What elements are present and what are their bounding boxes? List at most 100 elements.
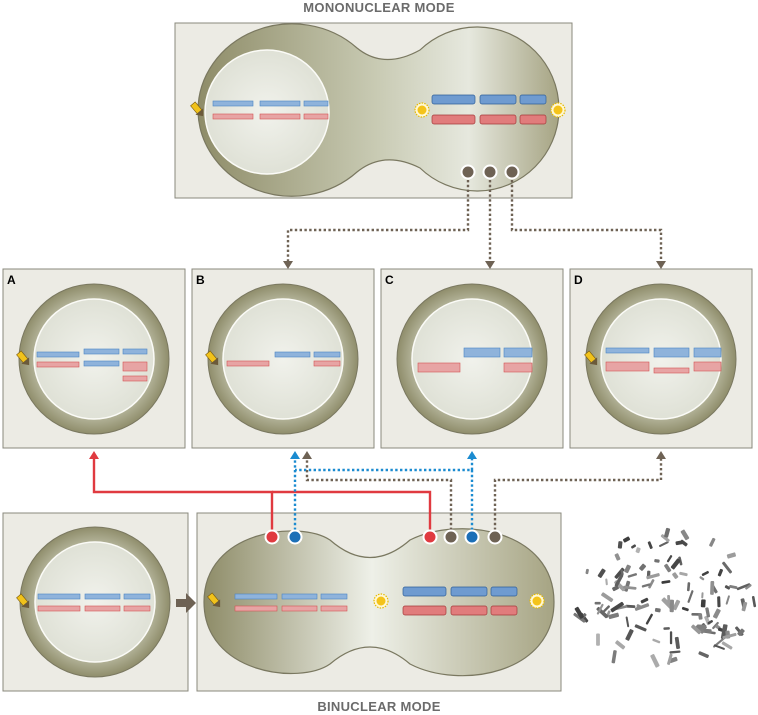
spread-chromosome <box>654 607 661 613</box>
spread-chromosome <box>611 650 617 664</box>
spread-chromosome <box>648 579 655 589</box>
spread-chromosome <box>634 624 647 632</box>
title-binuclear: BINUCLEAR MODE <box>317 699 440 714</box>
spread-chromosome <box>585 568 589 575</box>
spread-chromosome <box>666 555 673 563</box>
spread-chromosome <box>675 540 683 546</box>
spread-chromosome <box>717 596 721 608</box>
spread-chromosome <box>724 585 731 590</box>
spread-chromosome <box>645 613 653 625</box>
mononuclear-panel <box>174 22 573 199</box>
spread-chromosome <box>667 653 673 665</box>
spread-chromosome <box>605 578 608 586</box>
spread-chromosome <box>646 573 660 580</box>
chromosome-spread-image <box>573 527 757 668</box>
spread-chromosome <box>699 576 705 581</box>
spread-chromosome <box>635 547 641 554</box>
mono-arrows <box>286 180 663 262</box>
spread-chromosome <box>722 561 733 574</box>
spread-chromosome <box>574 606 584 619</box>
spread-chromosome <box>663 627 670 630</box>
spread-chromosome <box>661 580 671 584</box>
spread-chromosome <box>622 536 631 543</box>
centrosome-icon <box>529 593 545 609</box>
spread-chromosome <box>672 572 679 579</box>
spread-chromosome <box>625 629 634 641</box>
panel-label-b: B <box>196 273 205 287</box>
panel-b: B <box>191 268 375 449</box>
spread-chromosome <box>705 607 711 618</box>
spread-chromosome <box>627 573 637 578</box>
spread-chromosome <box>650 654 660 668</box>
binuclear-outlet-dots <box>264 529 503 545</box>
spread-chromosome <box>679 571 688 577</box>
spread-chromosome <box>615 640 626 650</box>
spread-chromosome <box>726 552 736 559</box>
spread-chromosome <box>736 583 751 591</box>
spread-chromosome <box>639 563 647 571</box>
spread-chromosome <box>641 583 651 588</box>
spread-chromosome <box>712 621 719 630</box>
mono-chromosomes-nucleus <box>212 100 329 120</box>
spread-chromosome <box>696 624 707 630</box>
centrosome-icon <box>414 102 430 118</box>
spread-chromosome <box>610 601 624 613</box>
panel-label-d: D <box>574 273 583 287</box>
spread-chromosome <box>660 534 670 543</box>
spread-chromosome <box>659 541 669 547</box>
spread-chromosome <box>620 569 624 576</box>
spread-chromosome <box>631 544 637 549</box>
binuclear-arrows <box>92 458 663 530</box>
spread-chromosome <box>698 651 709 659</box>
spread-chromosome <box>597 568 606 578</box>
binuclear-precursor-panel <box>2 512 189 692</box>
spread-chromosome <box>640 597 649 604</box>
spread-chromosome <box>625 616 630 628</box>
spread-chromosome <box>602 605 610 613</box>
spread-chromosome <box>596 633 600 646</box>
mono-arrowheads <box>283 261 666 269</box>
spread-chromosome <box>652 638 661 644</box>
spread-chromosome <box>623 585 637 590</box>
mono-chromosomes-spindle <box>431 94 547 125</box>
spread-chromosome <box>737 628 745 637</box>
spread-chromosome <box>625 604 636 609</box>
panel-label-a: A <box>7 273 16 287</box>
spread-chromosome <box>669 650 681 654</box>
spread-chromosome <box>654 559 660 563</box>
spread-chromosome <box>751 596 757 608</box>
spread-chromosome <box>573 612 586 623</box>
centrosome-icon <box>550 102 566 118</box>
spread-chromosome <box>701 592 704 599</box>
spread-chromosome <box>634 603 650 611</box>
spread-chromosome <box>729 584 738 590</box>
spread-chromosome <box>596 603 604 615</box>
spread-chromosome <box>713 644 725 650</box>
spread-chromosome <box>612 585 619 592</box>
spread-chromosome <box>614 573 624 587</box>
spread-chromosome <box>664 563 672 573</box>
spread-chromosome <box>608 612 620 620</box>
mono-outlet-dots <box>460 164 520 180</box>
spread-chromosome <box>710 580 715 595</box>
spread-chromosome <box>594 601 601 605</box>
spread-chromosome <box>647 541 653 549</box>
spread-chromosome <box>672 599 681 611</box>
spread-chromosome <box>745 584 752 590</box>
spread-chromosome <box>681 606 689 612</box>
panel-d: D <box>569 268 753 449</box>
spread-chromosome <box>617 541 623 549</box>
title-mononuclear: MONONUCLEAR MODE <box>303 0 454 15</box>
spread-chromosome <box>709 537 716 547</box>
spread-chromosome <box>674 636 680 649</box>
spread-chromosome <box>624 564 631 574</box>
spread-chromosome <box>725 595 730 605</box>
spread-chromosome <box>741 601 748 612</box>
spread-chromosome <box>721 641 733 650</box>
spread-chromosome <box>717 568 723 577</box>
panel-c: C <box>380 268 564 449</box>
binuclear-arrowheads <box>89 451 666 459</box>
panel-a: A <box>2 268 186 449</box>
spread-chromosome <box>707 620 713 625</box>
